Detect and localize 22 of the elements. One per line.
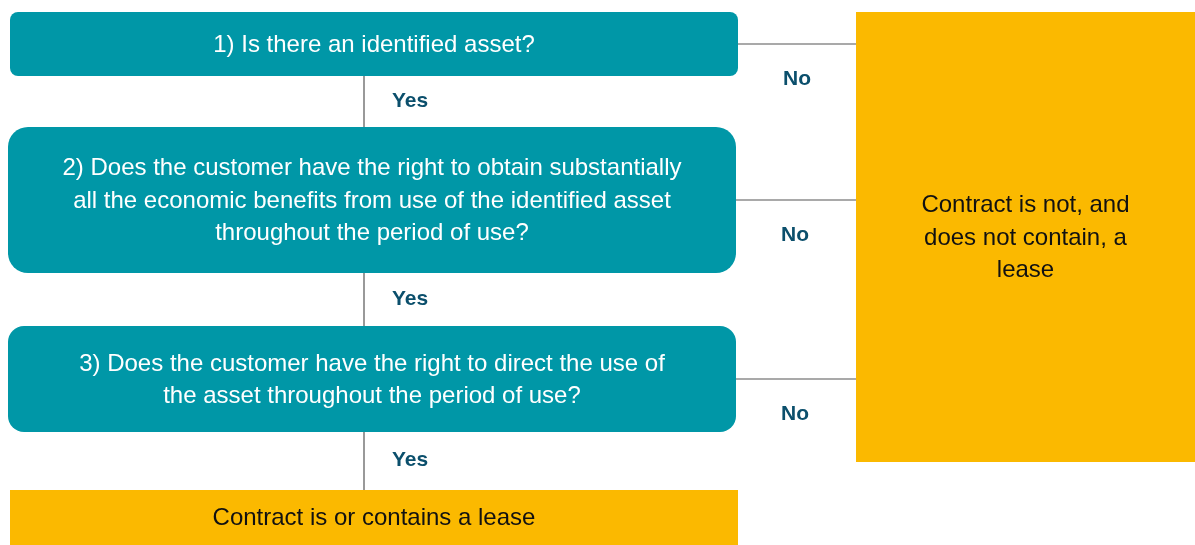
edge-label: Yes xyxy=(392,285,429,310)
connector-line xyxy=(737,43,857,45)
result-box xyxy=(10,490,738,545)
edge-label: Yes xyxy=(392,447,429,471)
node-text: Contract is or contains a lease xyxy=(212,502,536,533)
node-text: 2) Does the customer have the right to obtain substantially all the economic benefits from use of the identified asset throughout the period of use? xyxy=(61,152,683,248)
question-box xyxy=(8,127,736,273)
connector-line xyxy=(735,199,857,201)
connector-line xyxy=(363,272,365,327)
edge-label: No xyxy=(781,401,809,425)
question-box xyxy=(10,12,738,76)
edge-label: Yes xyxy=(392,87,429,112)
node-text: 1) Is there an identified asset? xyxy=(213,28,535,59)
node-text: Contract is not, and does not contain, a lease xyxy=(920,189,1131,285)
edge-label: No xyxy=(781,222,809,246)
result-box xyxy=(856,12,1195,462)
connector-line xyxy=(363,431,365,491)
node-text: 3) Does the customer have the right to direct the use of the asset throughout the period of use? xyxy=(78,347,666,410)
connector-line xyxy=(735,378,857,380)
connector-line xyxy=(363,75,365,128)
question-box xyxy=(8,326,736,432)
edge-label: No xyxy=(783,66,811,90)
